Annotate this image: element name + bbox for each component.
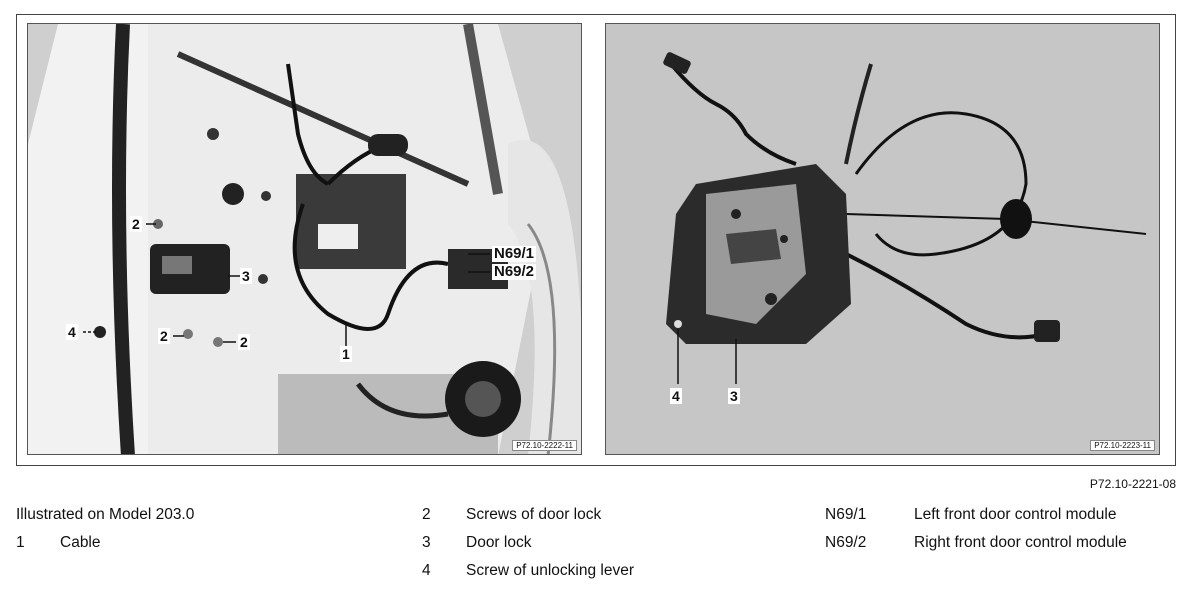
model-note: Illustrated on Model 203.0 xyxy=(16,506,195,523)
right-photo-door-lock: 4 3 P72.10-2223-11 xyxy=(605,23,1160,455)
door-lock-illustration xyxy=(606,24,1159,454)
callout-2-upper: 2 xyxy=(130,216,142,232)
callout-3-right: 3 xyxy=(728,388,740,404)
model-note-row: Illustrated on Model 203.0 xyxy=(16,506,396,534)
legend-text: Screw of unlocking lever xyxy=(466,562,634,579)
list-item: N69/2 Right front door control module xyxy=(825,534,1185,562)
legend-number: 4 xyxy=(422,562,431,579)
legend-text: Screws of door lock xyxy=(466,506,602,523)
list-item: 3 Door lock xyxy=(422,534,802,562)
callout-3: 3 xyxy=(240,268,252,284)
legend-number: 3 xyxy=(422,534,431,551)
callout-2-lower-left: 2 xyxy=(158,328,170,344)
callout-4-right: 4 xyxy=(670,388,682,404)
list-item: 1 Cable xyxy=(16,534,396,562)
legend-number: 1 xyxy=(16,534,25,551)
legend-number: 2 xyxy=(422,506,431,523)
legend-number: N69/1 xyxy=(825,506,867,523)
legend-column-2: 2 Screws of door lock 3 Door lock 4 Scre… xyxy=(422,506,802,590)
left-photo-code: P72.10-2222-11 xyxy=(512,440,577,451)
figure-code: P72.10-2221-08 xyxy=(1089,477,1176,491)
legend-text: Door lock xyxy=(466,534,532,551)
callout-4: 4 xyxy=(66,324,78,340)
legend-number: N69/2 xyxy=(825,534,867,551)
legend-text: Right front door control module xyxy=(914,534,1127,551)
legend-text: Cable xyxy=(60,534,101,551)
callout-2-lower-right: 2 xyxy=(238,334,250,350)
door-interior-illustration xyxy=(28,24,581,454)
right-photo-code: P72.10-2223-11 xyxy=(1090,440,1155,451)
legend-text: Left front door control module xyxy=(914,506,1117,523)
callout-n69-2: N69/2 xyxy=(492,263,537,280)
list-item: N69/1 Left front door control module xyxy=(825,506,1185,534)
legend-column-3: N69/1 Left front door control module N69… xyxy=(825,506,1185,562)
callout-n69-1: N69/1 xyxy=(492,245,537,262)
callout-1: 1 xyxy=(340,346,352,362)
left-photo-door-interior: 2 3 4 2 2 1 N69/1 N69/2 P72.10-2222-11 xyxy=(27,23,582,455)
legend-column-1: Illustrated on Model 203.0 1 Cable xyxy=(16,506,396,562)
list-item: 4 Screw of unlocking lever xyxy=(422,562,802,590)
list-item: 2 Screws of door lock xyxy=(422,506,802,534)
figure-frame: 2 3 4 2 2 1 N69/1 N69/2 P72.10-2222-11 xyxy=(16,14,1176,466)
